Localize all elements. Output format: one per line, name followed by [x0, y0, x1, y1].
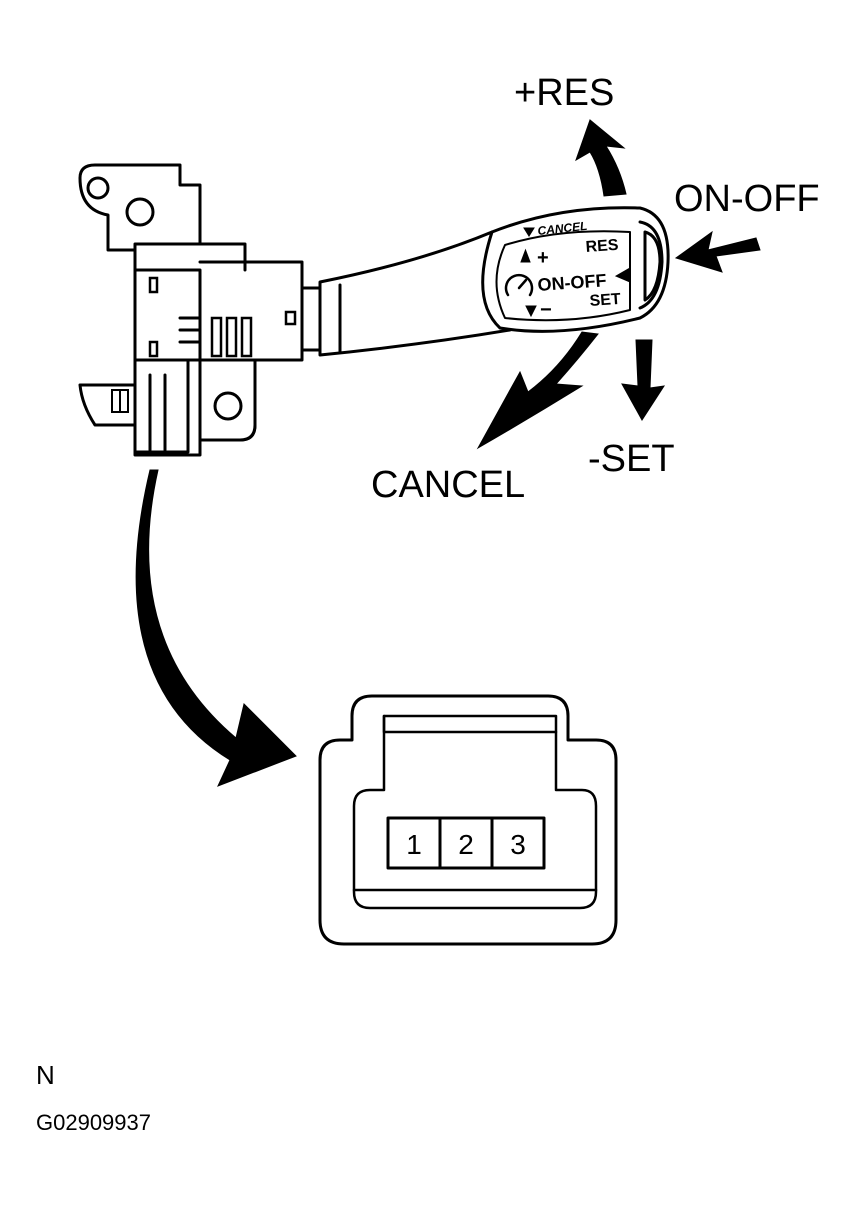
on-off-label: ON-OFF — [674, 178, 820, 220]
connector-pin-cavity — [438, 816, 494, 870]
lever-res-marking: RES — [585, 237, 619, 256]
connector-pin-1-label: 1 — [406, 829, 422, 860]
lever-on-off-marking: ON-OFF — [537, 270, 607, 295]
on-off-direction-arrow — [674, 230, 761, 273]
lever-stalk — [300, 230, 512, 357]
connector-front-view: 1 2 3 — [318, 694, 618, 946]
lever-plus-marking: + — [537, 247, 549, 269]
view-code-label: N — [36, 1060, 55, 1090]
switch-body — [78, 163, 304, 457]
res-direction-arrow — [575, 119, 627, 197]
set-label: -SET — [588, 438, 675, 480]
cruise-speedometer-icon — [504, 273, 534, 297]
cancel-label: CANCEL — [371, 464, 525, 506]
connector-callout-arrow — [135, 469, 297, 787]
figure-id-label: G02909937 — [36, 1110, 151, 1135]
res-label: +RES — [514, 72, 614, 114]
set-direction-arrow — [621, 339, 666, 421]
cancel-direction-arrow — [476, 331, 599, 450]
lever-minus-marking: − — [540, 299, 552, 321]
lever-head: CANCEL + RES ON-OFF − SET — [481, 206, 670, 333]
lever-cancel-marking: CANCEL — [537, 219, 588, 238]
connector-pin-2-label: 2 — [458, 829, 474, 860]
connector-pin-3-label: 3 — [510, 829, 526, 860]
connector-pin-cavity — [490, 816, 546, 870]
lever-set-marking: SET — [589, 291, 621, 310]
